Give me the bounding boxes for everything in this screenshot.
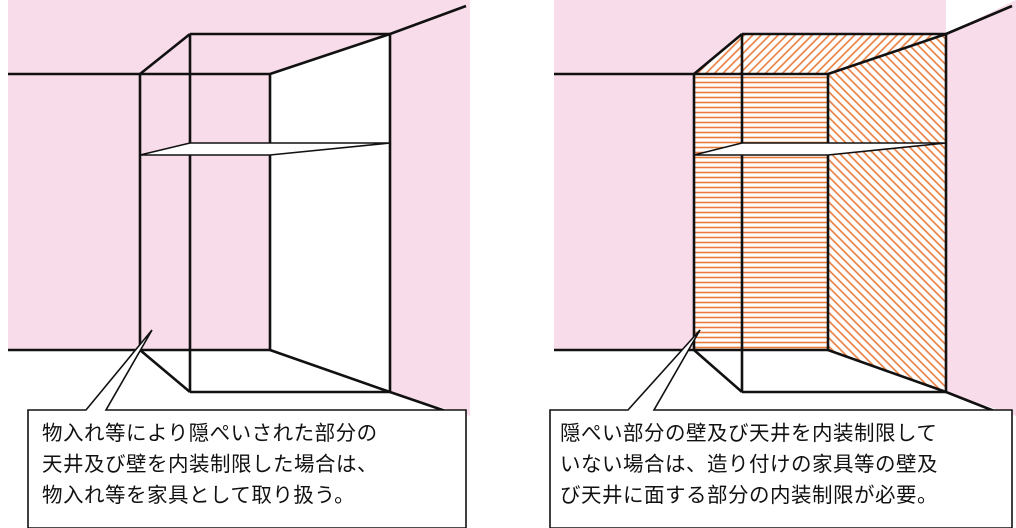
wardrobe-frame	[8, 4, 467, 420]
right-wall	[946, 0, 1016, 416]
wardrobe-frame	[554, 4, 1013, 420]
back-wall	[8, 0, 470, 350]
callout-line-2: いない場合は、造り付けの家具等の壁及	[560, 452, 938, 476]
hatched-side-face	[828, 34, 946, 392]
callout-text: 物入れ等により隠ぺいされた部分の 天井及び壁を内装制限した場合は、 物入れ等を家…	[42, 418, 378, 511]
hatched-top-face	[694, 34, 946, 74]
shelf	[139, 142, 391, 156]
hatched-back-face	[694, 74, 828, 350]
callout-line-1: 隠ぺい部分の壁及び天井を内装制限して	[560, 421, 938, 445]
right-room-illustration	[549, 0, 1016, 528]
left-room-illustration	[8, 0, 470, 528]
callout-box	[549, 329, 1013, 528]
callout-line-2: 天井及び壁を内装制限した場合は、	[42, 452, 378, 476]
callout-line-3: び天井に面する部分の内装制限が必要。	[560, 483, 938, 507]
room-walls	[8, 0, 470, 416]
callout-text: 隠ぺい部分の壁及び天井を内装制限して いない場合は、造り付けの家具等の壁及 び天…	[560, 418, 938, 511]
left-diagram: 物入れ等により隠ぺいされた部分の 天井及び壁を内装制限した場合は、 物入れ等を家…	[0, 0, 470, 528]
right-diagram: 隠ぺい部分の壁及び天井を内装制限して いない場合は、造り付けの家具等の壁及 び天…	[546, 0, 1016, 528]
callout-line-3: 物入れ等を家具として取り扱う。	[42, 483, 356, 507]
callout-line-1: 物入れ等により隠ぺいされた部分の	[42, 421, 378, 445]
right-wall	[390, 0, 470, 416]
callout-box	[27, 329, 467, 528]
shelf	[693, 142, 947, 156]
